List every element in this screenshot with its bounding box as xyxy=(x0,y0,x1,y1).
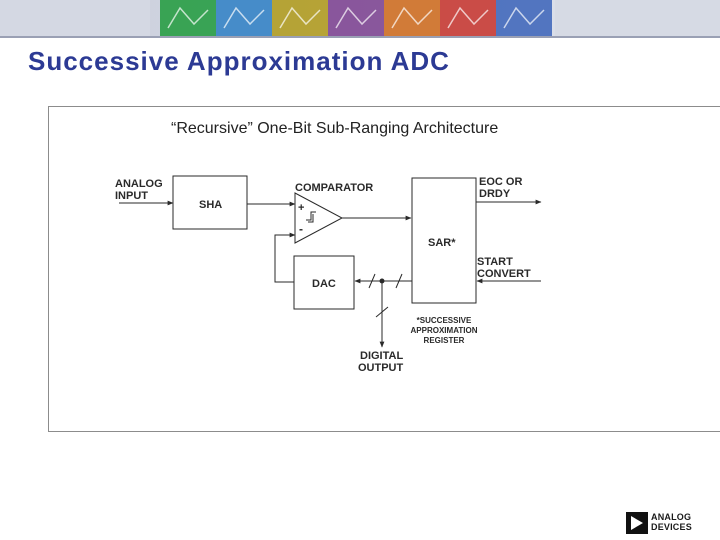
logo-wordmark: ANALOG DEVICES xyxy=(651,512,711,532)
dac-feedback-line xyxy=(274,232,296,283)
sar-label: SAR* xyxy=(428,237,456,249)
company-logo: ANALOG DEVICES xyxy=(626,512,716,536)
analog-devices-logo-icon xyxy=(626,512,648,534)
sha-label: SHA xyxy=(199,199,222,211)
diagram-caption: “Recursive” One-Bit Sub-Ranging Architec… xyxy=(171,120,499,137)
processor-tile-graphic xyxy=(503,6,545,29)
plus-sign: + xyxy=(298,202,304,214)
interface-tile-graphic xyxy=(335,6,377,29)
circuit-tile-graphic xyxy=(223,6,265,29)
header-banner xyxy=(0,0,720,36)
header-divider xyxy=(0,36,720,38)
comparator-label: COMPARATOR xyxy=(295,182,373,194)
mems-tile-graphic xyxy=(391,6,433,29)
sar-block xyxy=(411,177,477,304)
digital-output-label: DIGITAL xyxy=(360,350,403,362)
comparator-symbol xyxy=(294,192,344,244)
hysteresis-icon xyxy=(306,211,316,223)
logo-line-1: ANALOG xyxy=(651,512,692,522)
start-label: START xyxy=(477,256,513,268)
dsp-tile-graphic xyxy=(279,6,321,29)
sha-block xyxy=(172,175,248,230)
eoc-label-2: DRDY xyxy=(479,188,511,200)
slide-title: Successive Approximation ADC xyxy=(28,46,450,76)
logo-line-2: DEVICES xyxy=(651,522,692,532)
dac-label: DAC xyxy=(312,278,336,290)
diagram-frame: “Recursive” One-Bit Sub-Ranging Architec… xyxy=(48,106,720,432)
minus-sign: - xyxy=(299,222,303,236)
analog-input-label: ANALOG xyxy=(115,178,163,190)
eoc-label: EOC OR xyxy=(479,176,522,188)
sensor-tile-graphic xyxy=(447,6,489,29)
bus-junction xyxy=(379,278,385,284)
start-label-2: CONVERT xyxy=(477,268,531,280)
dac-block xyxy=(293,255,355,310)
analog-tile-graphic xyxy=(167,6,209,29)
digital-output-label-2: OUTPUT xyxy=(358,362,404,374)
analog-input-label-2: INPUT xyxy=(115,190,148,202)
sar-adc-block-diagram: ANALOG INPUT SHA COMPARATOR + - SAR* DAC… xyxy=(115,175,542,374)
sar-footnote-1: *SUCCESSIVE xyxy=(417,316,472,325)
sar-footnote-3: REGISTER xyxy=(424,336,465,345)
sar-footnote-2: APPROXIMATION xyxy=(411,326,478,335)
